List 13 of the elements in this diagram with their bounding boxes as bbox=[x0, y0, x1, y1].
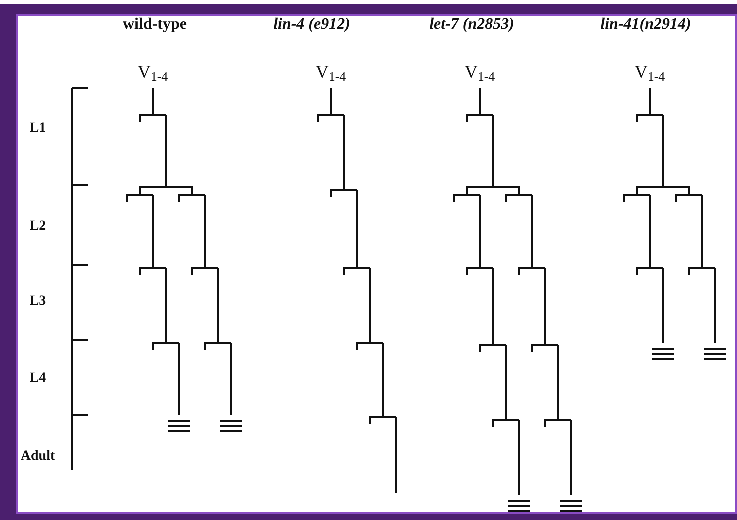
stage-label: L3 bbox=[30, 294, 46, 310]
column-heading: wild-type bbox=[123, 16, 187, 34]
cell-label: V$_{1-4}$ bbox=[316, 62, 346, 85]
column-heading: lin-41(n2914) bbox=[600, 16, 692, 34]
stage-label: L2 bbox=[30, 219, 46, 235]
stage-label: Adult bbox=[20, 449, 56, 465]
cell-label: V$_{1-4}$ bbox=[138, 62, 168, 85]
cell-label: V$_{1-4}$ bbox=[634, 62, 666, 85]
stage-label: L4 bbox=[30, 371, 46, 387]
column-heading: lin-4 (e912) bbox=[274, 16, 350, 34]
cell-label: V$_{1-4}$ bbox=[464, 62, 496, 85]
column-heading: let-7 (n2853) bbox=[430, 16, 514, 34]
stage-label: L1 bbox=[30, 121, 46, 137]
